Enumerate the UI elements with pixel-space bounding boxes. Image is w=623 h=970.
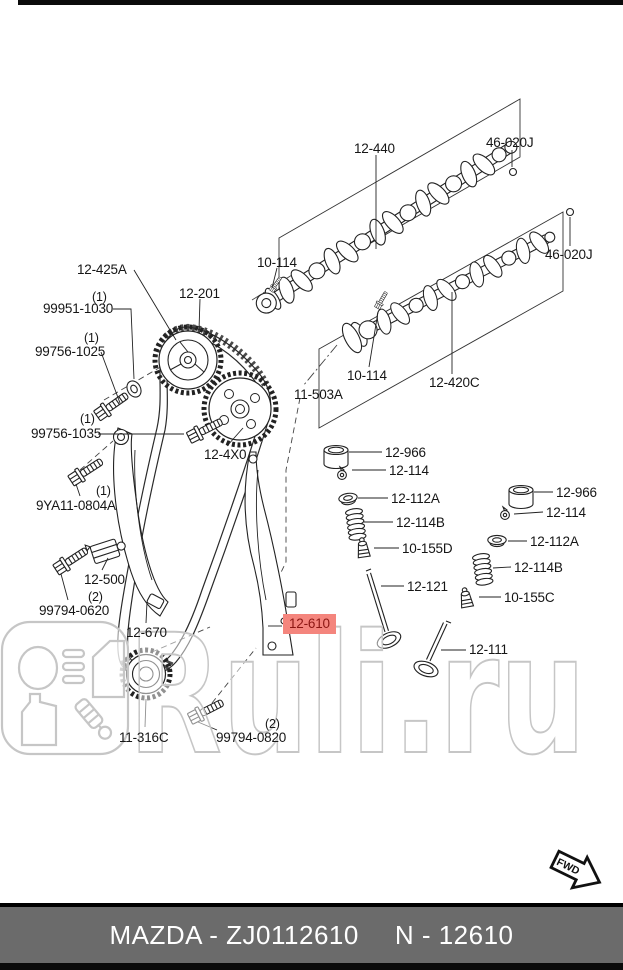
washer-99951-1030 bbox=[126, 380, 142, 398]
vvt-actuator bbox=[201, 370, 279, 448]
part-label-99794-0620: 99794-0620 bbox=[39, 603, 110, 618]
part-label-46-020j-right: 46-020J bbox=[545, 247, 593, 262]
part-label-99951-1030: 99951-1030 bbox=[43, 301, 114, 316]
part-label-12-112a-right: 12-112A bbox=[530, 534, 579, 549]
part-label-12-114b-right: 12-114B bbox=[514, 560, 563, 575]
watermark-text: Ruli.ru bbox=[128, 600, 586, 792]
part-label-46-020j-top: 46-020J bbox=[486, 135, 534, 150]
footer-bottom-edge bbox=[0, 963, 623, 970]
part-label-12-201: 12-201 bbox=[179, 286, 220, 301]
part-label-11-503a: 11-503A bbox=[294, 387, 343, 402]
part-label-12-670: 12-670 bbox=[126, 625, 167, 640]
watermark-logo bbox=[0, 620, 130, 756]
qty-99756-1025: (1) bbox=[84, 331, 99, 345]
leader-lines bbox=[60, 150, 571, 731]
fwd-arrow-icon: FWD bbox=[549, 849, 602, 890]
part-label-12-420c: 12-420C bbox=[429, 375, 480, 390]
cam-sprocket bbox=[152, 324, 224, 396]
shock-absorber-icon bbox=[74, 698, 113, 740]
part-label-11-316c: 11-316C bbox=[119, 730, 169, 745]
camshaft-intake bbox=[341, 228, 556, 354]
footer-divider bbox=[0, 903, 623, 907]
footer-bar: MAZDA - ZJ0112610 N - 12610 bbox=[0, 907, 623, 963]
qty-99951-1030: (1) bbox=[92, 290, 107, 304]
vent-bar-icon bbox=[61, 661, 86, 672]
oil-can-icon bbox=[20, 692, 58, 747]
part-label-99794-0820: 99794-0820 bbox=[216, 730, 287, 745]
part-label-12-111: 12-111 bbox=[469, 642, 508, 657]
part-label-12-4x0: 12-4X0 bbox=[204, 447, 247, 462]
qty-9ya11-0804a: (1) bbox=[96, 484, 111, 498]
part-label-12-425a: 12-425A bbox=[77, 262, 127, 277]
car-door-icon bbox=[91, 639, 126, 699]
headlight-icon bbox=[17, 645, 59, 691]
part-label-12-114-left: 12-114 bbox=[389, 463, 429, 478]
cap-bolt-b bbox=[565, 207, 575, 217]
part-label-10-155d: 10-155D bbox=[402, 541, 453, 556]
cap-bolt-a bbox=[508, 167, 518, 177]
part-label-12-114b-left: 12-114B bbox=[396, 515, 445, 530]
part-label-12-500: 12-500 bbox=[84, 572, 125, 587]
chain-tensioner bbox=[84, 538, 126, 564]
part-label-12-440: 12-440 bbox=[354, 141, 395, 156]
part-label-12-966-right: 12-966 bbox=[556, 485, 597, 500]
chain-guide-right-12-610 bbox=[244, 451, 297, 656]
part-label-12-114-right: 12-114 bbox=[546, 505, 586, 520]
part-label-10-114-a: 10-114 bbox=[257, 255, 297, 270]
part-label-12-112a-left: 12-112A bbox=[391, 491, 440, 506]
camshaft-boxes bbox=[278, 98, 564, 429]
part-label-12-966-left: 12-966 bbox=[385, 445, 426, 460]
vent-bar-icon bbox=[61, 674, 86, 685]
part-label-99756-1025: 99756-1025 bbox=[35, 344, 106, 359]
valvetrain-right bbox=[413, 484, 534, 678]
valvetrain-left bbox=[323, 444, 402, 649]
part-label-12-121: 12-121 bbox=[407, 579, 448, 594]
qty-99794-0820: (2) bbox=[265, 717, 280, 731]
footer-catalog-code: MAZDA - ZJ0112610 bbox=[109, 919, 359, 950]
part-label-12-610-highlighted[interactable]: 12-610 bbox=[283, 614, 336, 634]
chain-guide-left bbox=[112, 427, 169, 617]
part-label-10-114-b: 10-114 bbox=[347, 368, 387, 383]
top-border-bar bbox=[18, 0, 623, 5]
footer-part-number: N - 12610 bbox=[394, 919, 514, 950]
qty-99794-0620: (2) bbox=[88, 590, 103, 604]
part-label-99756-1035: 99756-1035 bbox=[31, 426, 102, 441]
camshaft-exhaust bbox=[255, 140, 518, 314]
part-label-10-155c: 10-155C bbox=[504, 590, 555, 605]
part-label-9ya11-0804a: 9YA11-0804A bbox=[36, 498, 116, 513]
vent-bar-icon bbox=[61, 648, 86, 659]
qty-99756-1035: (1) bbox=[80, 412, 95, 426]
